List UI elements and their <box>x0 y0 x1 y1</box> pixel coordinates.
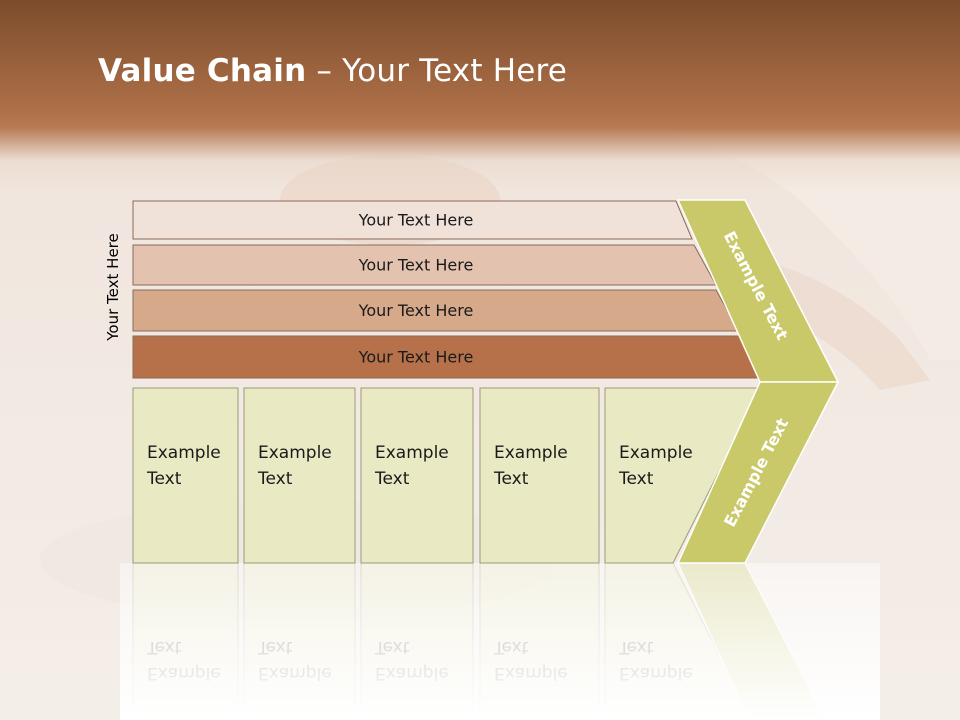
box-4 <box>479 387 600 564</box>
box-label-line1-1: Example <box>147 443 221 463</box>
support-bar-label-2: Your Text Here <box>358 256 474 275</box>
support-bar-label-1: Your Text Here <box>358 211 474 230</box>
box-label-line1-3: Example <box>375 443 449 463</box>
box-3 <box>360 387 474 564</box>
box-label-line1-2: Example <box>258 443 332 463</box>
box-2 <box>243 387 356 564</box>
box-label-line2-2: Text <box>257 469 293 489</box>
slide-title: Value Chain – Your Text Here <box>98 53 567 89</box>
support-bar-1 <box>132 200 693 240</box>
box-label-line1-5: Example <box>619 443 693 463</box>
box-label-line2-1: Text <box>146 469 182 489</box>
title-bold: Value Chain <box>98 53 307 89</box>
header-band <box>0 0 960 190</box>
reflection-fade <box>120 563 880 720</box>
chevron-lower <box>676 381 840 564</box>
title-rest: – Your Text Here <box>306 53 568 89</box>
support-bar-label-3: Your Text Here <box>358 301 474 320</box>
support-bar-label-4: Your Text Here <box>358 348 474 367</box>
box-label-line2-3: Text <box>374 469 410 489</box>
box-label-line2-4: Text <box>493 469 529 489</box>
box-5 <box>604 387 762 564</box>
chevron: Example Text Example Text <box>676 199 840 564</box>
box-label-line1-4: Example <box>494 443 568 463</box>
box-1 <box>132 387 239 564</box>
box-label-line2-5: Text <box>618 469 654 489</box>
